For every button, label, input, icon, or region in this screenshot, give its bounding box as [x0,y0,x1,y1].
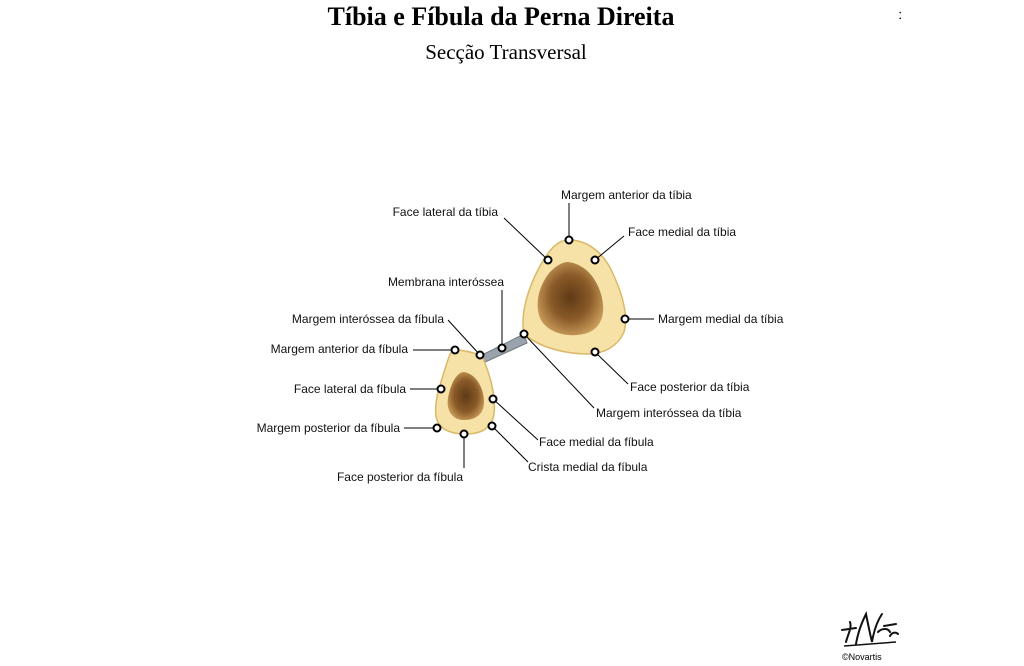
label-tibia-medial-face: Face medial da tíbia [628,225,736,239]
label-fibula-anterior-margin: Margem anterior da fíbula [271,342,409,356]
leader-lines [404,203,654,468]
label-tibia-interosseous-margin: Margem interóssea da tíbia [596,406,742,420]
pin-tibia-interosseous-margin [519,329,529,339]
label-tibia-lateral-face: Face lateral da tíbia [393,205,499,219]
pin-tibia-lateral-face [543,255,553,265]
pin-interosseous-membrane [497,343,507,353]
label-tibia-medial-margin: Margem medial da tíbia [658,312,784,326]
copyright-text: ©Novartis [842,652,882,662]
label-fibula-interosseous-margin: Margem interóssea da fíbula [292,312,444,326]
pin-markers [432,235,630,439]
pin-tibia-medial-margin [620,314,630,324]
label-tibia-anterior-margin: Margem anterior da tíbia [561,188,692,202]
page-subtitle: Secção Transversal [425,40,587,64]
pin-fibula-posterior-margin [432,423,442,433]
edge-mark: ː [898,6,903,23]
pin-fibula-interosseous-margin [475,350,485,360]
label-fibula-medial-crest: Crista medial da fíbula [528,460,648,474]
label-fibula-posterior-face: Face posterior da fíbula [337,470,463,484]
pin-tibia-medial-face [590,255,600,265]
pin-tibia-anterior-margin [564,235,574,245]
labels: Margem anterior da tíbia Face lateral da… [257,188,784,484]
pin-fibula-medial-crest [487,421,497,431]
pin-tibia-posterior-face [590,347,600,357]
netter-signature [841,610,899,647]
fibula-marrow [447,372,484,420]
pin-fibula-anterior-margin [450,345,460,355]
tibia-marrow [537,262,604,336]
label-tibia-posterior-face: Face posterior da tíbia [630,380,750,394]
tibia-section [522,239,627,355]
label-fibula-lateral-face: Face lateral da fíbula [294,382,406,396]
label-fibula-posterior-margin: Margem posterior da fíbula [257,421,401,435]
pin-fibula-medial-face [488,394,498,404]
fibula-section [434,349,496,435]
pin-fibula-posterior-face [459,429,469,439]
page-title: Tíbia e Fíbula da Perna Direita [327,2,675,31]
label-fibula-medial-face: Face medial da fíbula [539,435,654,449]
label-interosseous-membrane: Membrana interóssea [388,275,504,289]
pin-fibula-lateral-face [436,384,446,394]
